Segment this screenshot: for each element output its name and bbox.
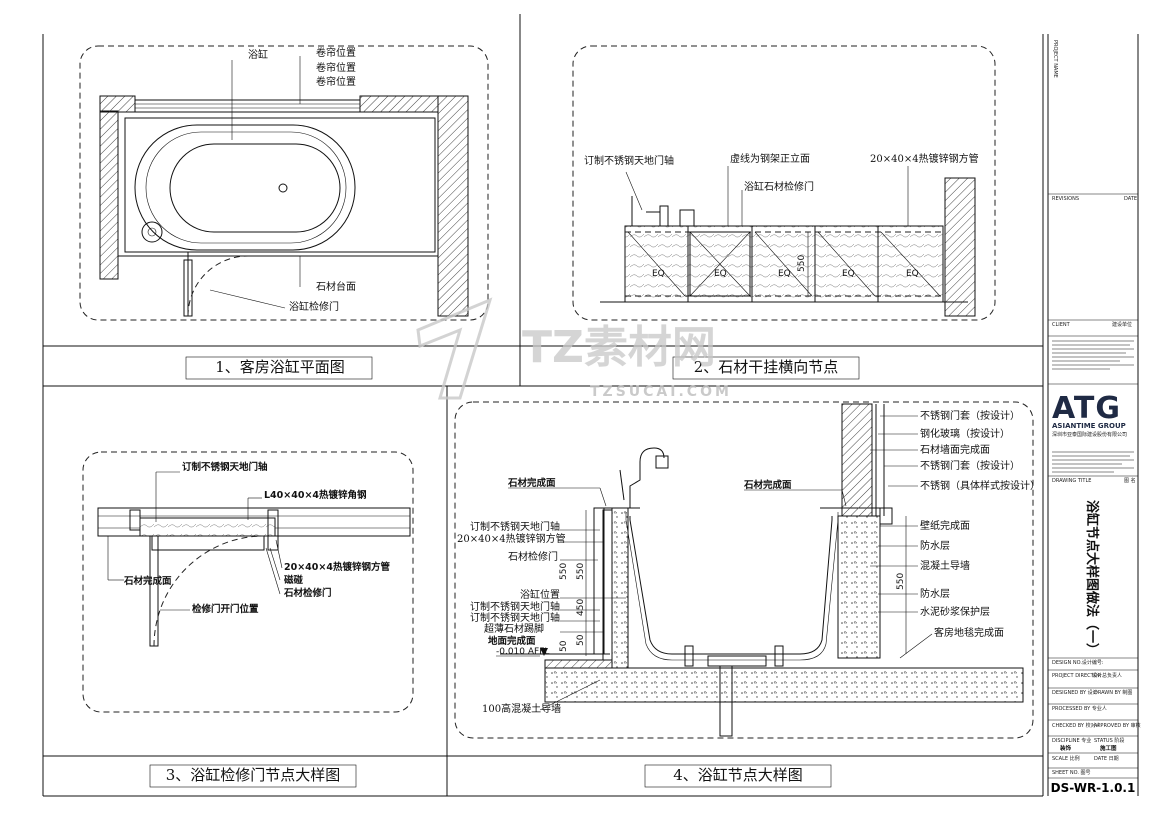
p2-eq-4: EQ	[842, 269, 855, 279]
p4-label-carpet: 客房地毯完成面	[934, 626, 1004, 639]
p2-eq-2: EQ	[714, 269, 727, 279]
tb-design-no: DESIGN NO.设计编号:	[1052, 659, 1104, 666]
p1-label-blind-1: 卷帘位置	[316, 46, 356, 59]
p4-dim-550-c: 550	[896, 573, 906, 590]
tb-row-approved: APPROVED BY 审核	[1094, 722, 1141, 729]
tb-address-lines	[1052, 451, 1134, 473]
p4-dim-550-a: 550	[576, 563, 586, 580]
tb-drawing-title: DRAWING TITLE	[1052, 478, 1091, 484]
p4-label-skirting: 超薄石材踢脚	[484, 622, 544, 635]
p4-dim-50-b: 50	[559, 640, 569, 652]
p2-eq-3: EQ	[778, 269, 791, 279]
tb-sheet-no: DS-WR-1.0.1	[1051, 781, 1136, 795]
p3-label-angle-steel: L40×40×4热镀锌角钢	[264, 489, 367, 501]
p4-label-wallpaper: 壁纸完成面	[920, 519, 970, 532]
p4-label-steel-tube: 20×40×4热镀锌钢方管	[457, 532, 566, 545]
watermark-url: TZSUCAI.COM	[590, 384, 732, 400]
panel-4-title: 4、浴缸节点大样图	[673, 766, 803, 784]
p2-label-steel-tube: 20×40×4热镀锌钢方管	[870, 152, 979, 165]
p2-eq-1: EQ	[652, 269, 665, 279]
panel-1-title: 1、客房浴缸平面图	[215, 358, 345, 376]
p4-label-stone-finish-l: 石材完成面	[507, 477, 556, 489]
tb-client: CLIENT	[1052, 322, 1071, 328]
p4-label-guard-wall: 100高混凝土导墙	[482, 702, 561, 715]
tb-row-scale: SCALE 比例	[1052, 755, 1080, 762]
p2-label-stone-door: 浴缸石材检修门	[744, 180, 814, 193]
tb-rows: PROJECT DIRECTOR 设计总负责人 DESIGNED BY 设计 D…	[1048, 672, 1141, 779]
p3-label-open-position: 检修门开门位置	[192, 603, 259, 615]
panel-1-bathtub-plan: 浴缸 卷帘位置 卷帘位置 卷帘位置 石材台面 浴缸检修门 1、客房浴缸平面图	[79, 45, 489, 380]
atg-logo: ATG	[1052, 391, 1121, 426]
p4-label-guard-wall-r: 混凝土导墙	[920, 559, 970, 572]
p2-eq-5: EQ	[906, 269, 919, 279]
p1-label-blind-2: 卷帘位置	[316, 61, 356, 74]
p4-label-affl: -0.010 AFFL	[496, 647, 549, 657]
p3-label-stone-finish: 石材完成面	[123, 575, 172, 587]
tb-row-checked: CHECKED BY 校对人	[1052, 722, 1101, 729]
p3-label-stone-door: 石材检修门	[283, 587, 332, 599]
tb-row-status: STATUS 阶段	[1094, 737, 1124, 744]
tb-row-date: DATE 日期	[1094, 756, 1119, 762]
tb-fineprint	[1052, 340, 1134, 370]
panel-3-access-door-detail: 订制不锈钢天地门轴 L40×40×4热镀锌角钢 20×40×4热镀锌钢方管 石材…	[82, 451, 414, 788]
watermark-text: TZ素材网	[522, 322, 716, 373]
p4-label-stainless: 不锈钢（具体样式按设计）	[920, 479, 1040, 492]
tb-sheet-no-label: SHEET NO. 图号	[1052, 770, 1091, 776]
p4-label-ss-frame-2: 不锈钢门套（按设计）	[920, 459, 1020, 472]
panel-4-bathtub-detail: 550 450 50 550 50 550 石材完成面 订制不锈钢天地门轴 20…	[454, 401, 1040, 788]
tb-client-val: 建设单位	[1112, 321, 1132, 328]
tb-revisions: REVISIONS	[1052, 196, 1079, 202]
p4-label-stone-door: 石材检修门	[508, 550, 558, 563]
p4-label-stone-wall: 石材墙面完成面	[920, 443, 990, 456]
p4-dim-550-b: 550	[559, 563, 569, 580]
tb-vertical-title: 浴缸节点大样图做法（一）	[1084, 500, 1100, 656]
p1-label-access-door: 浴缸检修门	[289, 300, 339, 313]
tb-row-processed: PROCESSED BY 专业人	[1052, 705, 1107, 712]
p1-label-blind-3: 卷帘位置	[316, 75, 356, 88]
p2-label-dashed-frame: 虚线为钢架正立面	[730, 152, 810, 165]
tb-row-drawn: DRAWN BY 制图	[1094, 689, 1132, 696]
tb-discipline-val: 装饰	[1060, 744, 1072, 752]
tb-row-director-cn: 设计总负责人	[1092, 672, 1122, 679]
p2-dim-550: 550	[797, 255, 807, 272]
p4-dim-450: 450	[576, 599, 586, 616]
p3-label-pivot: 订制不锈钢天地门轴	[182, 461, 268, 473]
p1-label-bathtub: 浴缸	[248, 48, 268, 61]
sheet-frame	[42, 14, 1044, 797]
watermark: TZ素材网 TZSUCAI.COM	[416, 297, 732, 400]
p4-label-pivot-3: 订制不锈钢天地门轴	[470, 611, 560, 624]
tb-project-name: PROJECT NAME	[1052, 40, 1058, 78]
p1-label-stone-counter: 石材台面	[316, 280, 356, 293]
tb-date-hdr: DATE	[1124, 196, 1137, 202]
p4-label-waterproof-1: 防水层	[920, 539, 950, 552]
p3-label-magnet: 磁碰	[284, 574, 304, 586]
p4-label-floor-finish: 地面完成面	[488, 635, 536, 647]
panel-2-title: 2、石材干挂横向节点	[694, 358, 839, 376]
panel-3-title: 3、浴缸检修门节点大样图	[166, 766, 341, 784]
p4-label-mortar: 水泥砂浆保护层	[920, 605, 990, 618]
tb-company: ASIANTIME GROUP	[1052, 422, 1126, 430]
p4-right-labels: 不锈钢门套（按设计） 钢化玻璃（按设计） 石材墙面完成面 不锈钢门套（按设计） …	[743, 409, 1040, 659]
p4-label-waterproof-2: 防水层	[920, 587, 950, 600]
tb-company-cn: 深圳市亚泰国际建设股份有限公司	[1052, 431, 1127, 438]
p3-label-steel-tube: 20×40×4热镀锌钢方管	[284, 561, 390, 573]
p4-label-glass: 钢化玻璃（按设计）	[920, 427, 1010, 440]
tb-status-val: 施工图	[1100, 744, 1117, 752]
p4-label-stone-finish-r: 石材完成面	[743, 479, 792, 491]
p4-left-labels: 石材完成面 订制不锈钢天地门轴 20×40×4热镀锌钢方管 石材检修门 浴缸位置…	[457, 477, 626, 715]
tb-row-designed: DESIGNED BY 设计	[1052, 689, 1098, 696]
tb-drawing-title-cn: 图 名	[1124, 477, 1136, 484]
tb-row-director: PROJECT DIRECTOR	[1052, 673, 1102, 679]
p2-label-pivot: 订制不锈钢天地门轴	[584, 154, 674, 167]
p4-dim-50-a: 50	[576, 634, 586, 646]
panel-2-stone-elevation: EQ EQ EQ EQ EQ 550 订制不锈钢天地门轴 虚线为钢架正立面 20…	[572, 45, 996, 380]
tb-row-discipline: DISCIPLINE 专业	[1052, 737, 1091, 744]
p4-label-tub-position: 浴缸位置	[520, 588, 560, 601]
p4-label-pivot-1: 订制不锈钢天地门轴	[470, 520, 560, 533]
p4-label-pivot-2: 订制不锈钢天地门轴	[470, 600, 560, 613]
p4-label-ss-frame-1: 不锈钢门套（按设计）	[920, 409, 1020, 422]
title-block: PROJECT NAME REVISIONS DATE CLIENT 建设单位 …	[1047, 34, 1141, 796]
